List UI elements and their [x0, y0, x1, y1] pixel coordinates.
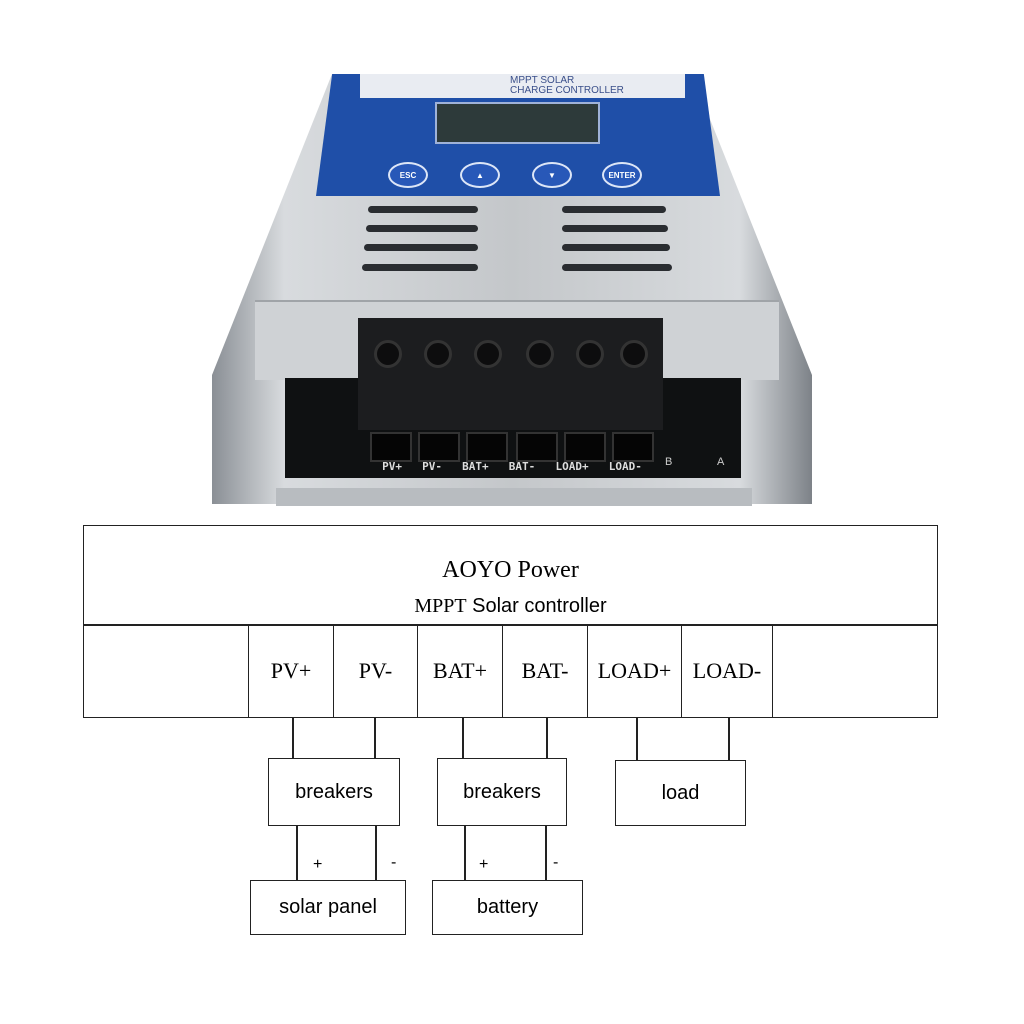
vent-slot: [562, 225, 668, 232]
enter-button[interactable]: ENTER: [602, 162, 642, 188]
vent-slot: [562, 206, 666, 213]
terminal-screw: [424, 340, 452, 368]
up-button[interactable]: ▲: [460, 162, 500, 188]
plus-sign: +: [479, 856, 489, 873]
case-base: [276, 488, 752, 506]
terminal-label: PV+: [382, 460, 402, 473]
vent-slot: [366, 225, 478, 232]
label-line: MPPT SOLAR: [510, 75, 575, 86]
controller-box: [83, 525, 938, 718]
terminal-screw: [576, 340, 604, 368]
terminal-labels: PV+ PV- BAT+ BAT- LOAD+ LOAD-: [372, 460, 652, 474]
terminal-bat-plus: BAT+: [417, 625, 502, 717]
plus-sign: +: [313, 856, 323, 873]
terminal-load-minus: LOAD-: [681, 625, 773, 717]
battery-box: battery: [432, 880, 583, 935]
wire-hole: [466, 432, 508, 462]
divider: [83, 624, 938, 626]
terminal-block: [358, 318, 663, 430]
brand-title: AOYO Power: [442, 557, 579, 583]
vent-slot: [368, 206, 478, 213]
wire-hole: [564, 432, 606, 462]
wire: [374, 717, 376, 759]
wire: [728, 717, 730, 760]
wire: [546, 717, 548, 759]
pcb-label-a: A: [717, 456, 725, 468]
load-box: load: [615, 760, 746, 826]
pcb-label-b: B: [665, 456, 673, 468]
lcd-screen: [435, 102, 600, 144]
terminal-load-plus: LOAD+: [587, 625, 681, 717]
down-button[interactable]: ▼: [532, 162, 572, 188]
subtitle-suffix: Solar controller: [472, 595, 607, 617]
wire: [545, 826, 547, 881]
terminal-bat-minus: BAT-: [502, 625, 587, 717]
controller-subtitle: MPPT Solar controller: [83, 595, 938, 618]
terminal-pv-minus: PV-: [333, 625, 417, 717]
wire: [462, 717, 464, 759]
wire: [292, 717, 294, 759]
vent-slot: [364, 244, 478, 251]
terminal-screw: [620, 340, 648, 368]
label-line: CHARGE CONTROLLER: [510, 85, 624, 96]
vent-slot: [562, 264, 672, 271]
wire-hole: [418, 432, 460, 462]
wire-hole: [516, 432, 558, 462]
terminal-label: LOAD+: [555, 460, 589, 473]
vent-slot: [562, 244, 670, 251]
pv-breakers-box: breakers: [268, 758, 400, 826]
terminal-pv-plus: PV+: [248, 625, 333, 717]
solar-panel-box: solar panel: [250, 880, 406, 935]
terminal-label: BAT+: [462, 460, 489, 473]
terminal-label: BAT-: [508, 460, 536, 473]
minus-sign: -: [553, 854, 559, 871]
terminal-screw: [474, 340, 502, 368]
wire-hole: [612, 432, 654, 462]
terminal-screw: [374, 340, 402, 368]
battery-breakers-box: breakers: [437, 758, 567, 826]
esc-button[interactable]: ESC: [388, 162, 428, 188]
terminal-label: LOAD-: [608, 460, 642, 473]
minus-sign: -: [391, 854, 397, 871]
terminal-screw: [526, 340, 554, 368]
wire: [296, 826, 298, 881]
terminal-label: PV-: [422, 460, 442, 473]
wire: [636, 717, 638, 760]
wire: [464, 826, 466, 881]
vent-slot: [362, 264, 478, 271]
wire-hole: [370, 432, 412, 462]
wire: [375, 826, 377, 881]
subtitle-prefix: MPPT: [414, 595, 467, 617]
